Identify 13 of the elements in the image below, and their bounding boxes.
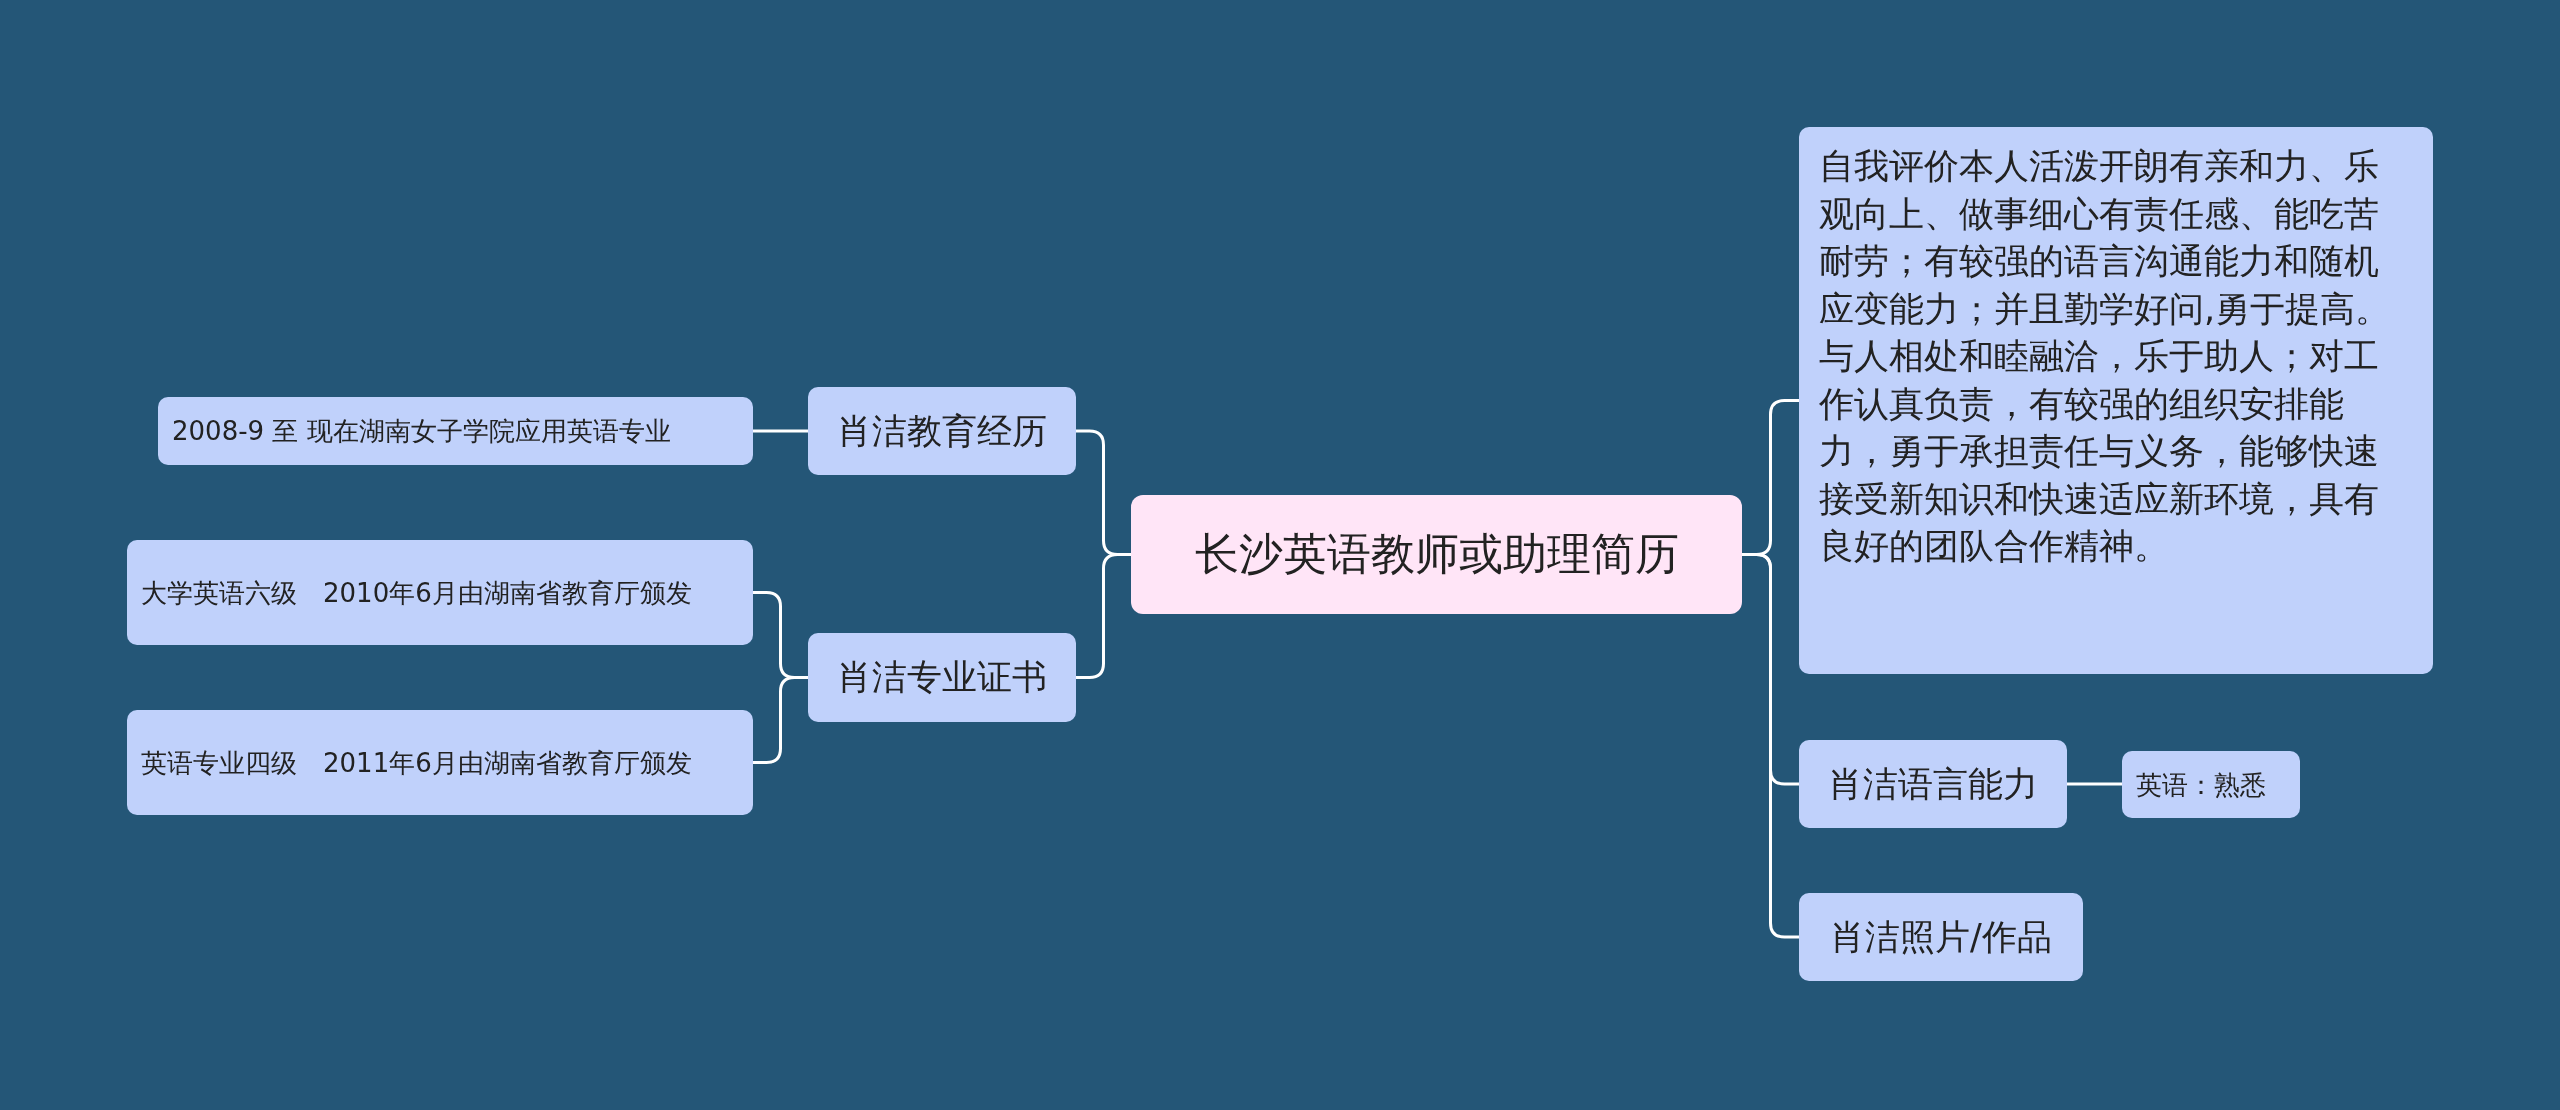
subtopic-box: 2008-9 至 现在湖南女子学院应用英语专业 (158, 397, 753, 465)
connector-line (753, 429, 808, 433)
topic-box: 肖洁专业证书 (808, 633, 1076, 722)
central-topic-box: 长沙英语教师或助理简历 (1131, 495, 1742, 614)
topic-box: 肖洁教育经历 (808, 387, 1076, 475)
subtopic-box: 英语专业四级 2011年6月由湖南省教育厅颁发 (127, 710, 753, 815)
subtopic-box: 英语：熟悉 (2122, 751, 2300, 818)
topic-box: 肖洁语言能力 (1799, 740, 2067, 828)
topic-box: 自我评价本人活泼开朗有亲和力、乐观向上、做事细心有责任感、能吃苦耐劳；有较强的语言沟通能力和随机应变能力；并且勤学好问,勇于提高。与人相处和睦融洽，乐于助人；对工作认真负责，有较强的组织安排能力，勇于承担责任与义务，能够快速接受新知识和快速适应新环境，具有良好的团队合作精神。 (1799, 127, 2433, 674)
connector-line (2067, 782, 2122, 786)
topic-box: 肖洁照片/作品 (1799, 893, 2083, 981)
subtopic-box: 大学英语六级 2010年6月由湖南省教育厅颁发 (127, 540, 753, 645)
connector-line (1742, 553, 1799, 939)
